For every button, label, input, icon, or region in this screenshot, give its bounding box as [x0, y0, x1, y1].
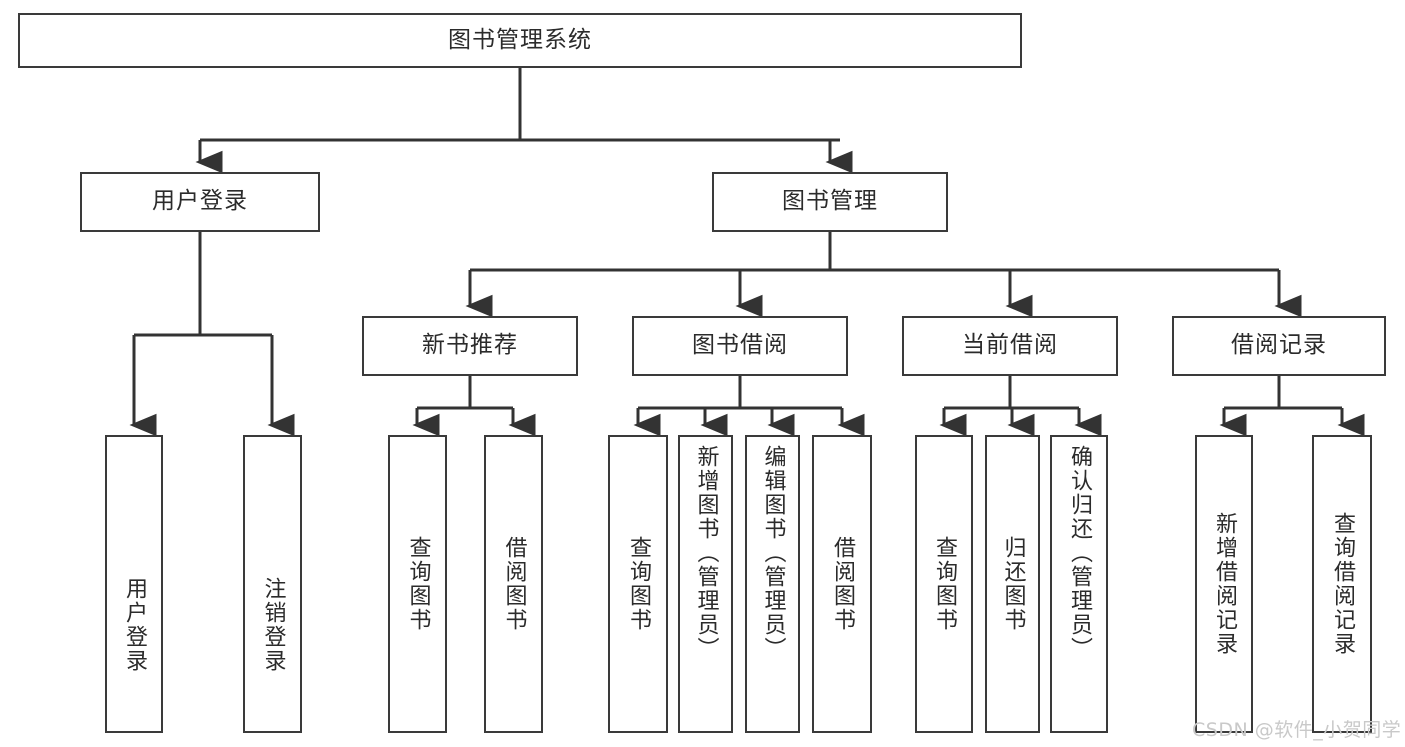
node-current-borrow-label: 当前借阅 — [962, 332, 1058, 359]
leaf-borrow-book-recommend[interactable]: 借阅图书 — [484, 435, 543, 733]
leaf-label: 新增借阅记录 — [1211, 512, 1237, 656]
leaf-add-book-admin[interactable]: 新增图书（管理员） — [678, 435, 733, 733]
leaf-edit-book-admin[interactable]: 编辑图书（管理员） — [745, 435, 800, 733]
node-root[interactable]: 图书管理系统 — [18, 13, 1022, 68]
leaf-confirm-return-admin[interactable]: 确认归还（管理员） — [1050, 435, 1108, 733]
leaf-label: 查询图书 — [625, 536, 651, 632]
leaf-label: 确认归还（管理员） — [1066, 445, 1092, 661]
leaf-label: 借阅图书 — [829, 536, 855, 632]
leaf-query-book-recommend[interactable]: 查询图书 — [388, 435, 447, 733]
leaf-return-book[interactable]: 归还图书 — [985, 435, 1040, 733]
node-book-management[interactable]: 图书管理 — [712, 172, 948, 232]
leaf-label: 新增图书（管理员） — [693, 445, 719, 661]
leaf-label: 注销登录 — [260, 577, 286, 673]
leaf-logout-login[interactable]: 注销登录 — [243, 435, 302, 733]
node-new-book-recommend[interactable]: 新书推荐 — [362, 316, 578, 376]
leaf-label: 编辑图书（管理员） — [760, 445, 786, 661]
leaf-label: 查询图书 — [405, 536, 431, 632]
node-new-book-recommend-label: 新书推荐 — [422, 332, 518, 359]
leaf-label: 借阅图书 — [501, 536, 527, 632]
csdn-watermark: CSDN @软件_小贺同学 — [1192, 719, 1402, 741]
leaf-add-borrow-record[interactable]: 新增借阅记录 — [1195, 435, 1253, 733]
node-book-borrow[interactable]: 图书借阅 — [632, 316, 848, 376]
leaf-label: 查询图书 — [931, 536, 957, 632]
leaf-user-login[interactable]: 用户登录 — [105, 435, 163, 733]
node-book-borrow-label: 图书借阅 — [692, 332, 788, 359]
node-borrow-record[interactable]: 借阅记录 — [1172, 316, 1386, 376]
node-book-management-label: 图书管理 — [782, 188, 878, 215]
leaf-label: 用户登录 — [121, 577, 147, 673]
leaf-label: 查询借阅记录 — [1329, 512, 1355, 656]
leaf-label: 归还图书 — [1000, 536, 1026, 632]
leaf-query-borrow-record[interactable]: 查询借阅记录 — [1312, 435, 1372, 733]
leaf-query-book-borrow[interactable]: 查询图书 — [608, 435, 668, 733]
leaf-borrow-book[interactable]: 借阅图书 — [812, 435, 872, 733]
node-current-borrow[interactable]: 当前借阅 — [902, 316, 1118, 376]
node-borrow-record-label: 借阅记录 — [1231, 332, 1327, 359]
node-user-login-label: 用户登录 — [152, 188, 248, 215]
node-user-login[interactable]: 用户登录 — [80, 172, 320, 232]
leaf-query-book-current[interactable]: 查询图书 — [915, 435, 973, 733]
node-root-label: 图书管理系统 — [448, 26, 592, 53]
